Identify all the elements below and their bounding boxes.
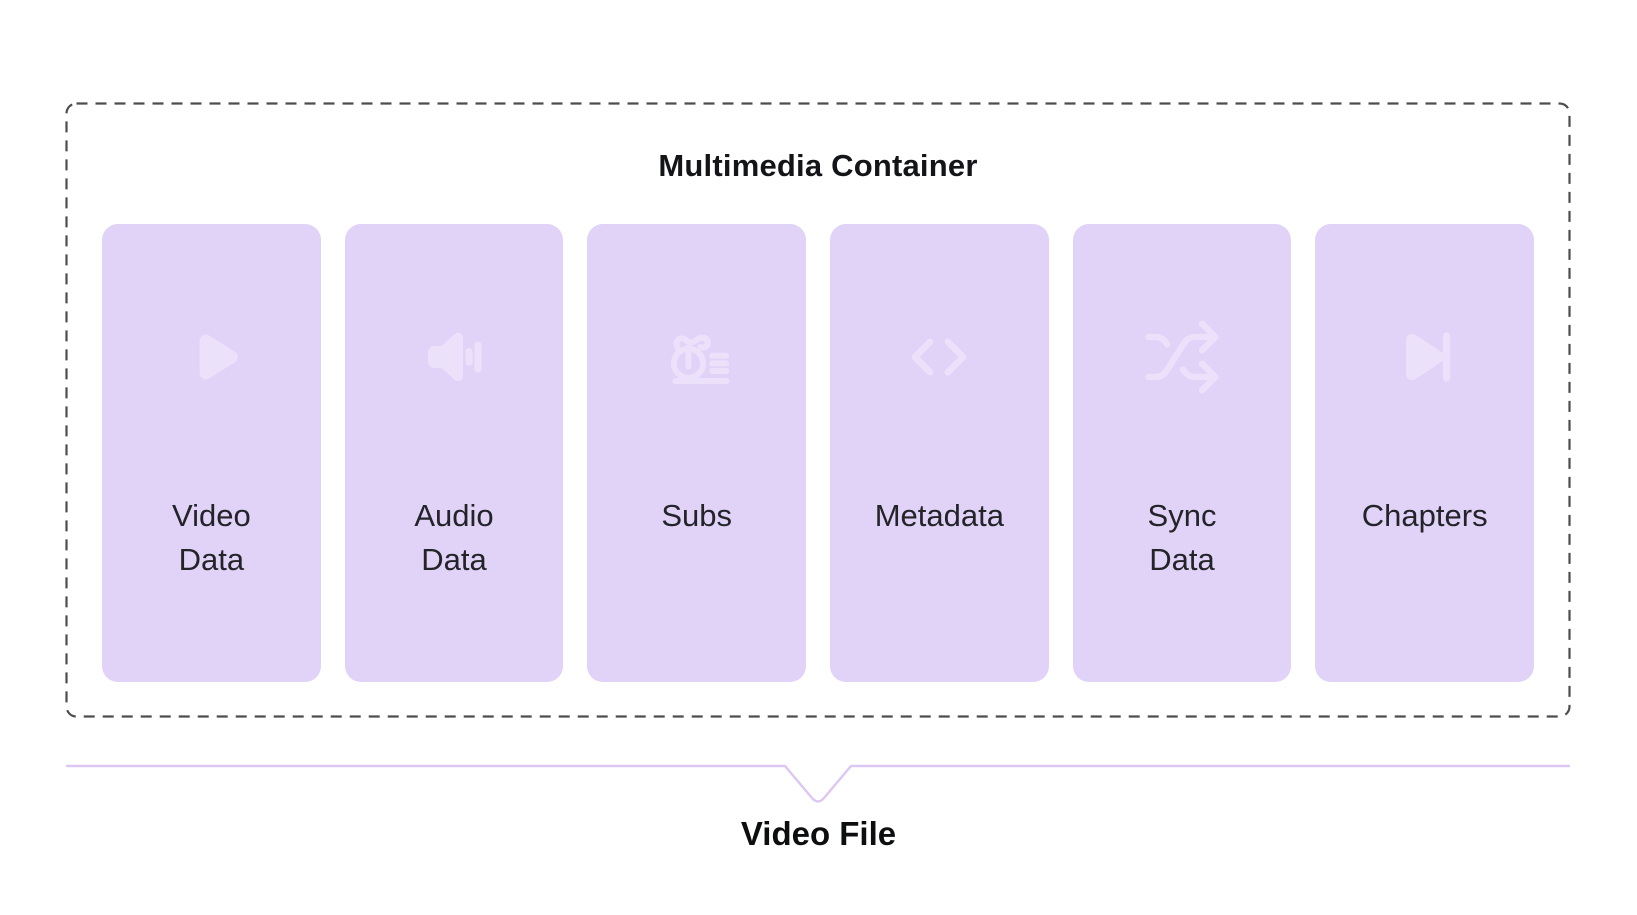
card-label: Chapters xyxy=(1361,498,1488,534)
card-label: Subs xyxy=(661,498,733,534)
play-icon xyxy=(175,321,247,393)
shuffle-icon xyxy=(1142,317,1222,397)
card-label: Audio Data xyxy=(414,498,494,578)
card-sync-data: Sync Data xyxy=(1072,224,1292,682)
output-file-label: Video File xyxy=(740,815,897,852)
container-title: Multimedia Container xyxy=(658,148,978,183)
card-audio-data: Audio Data xyxy=(344,224,564,682)
speaker-volume-icon xyxy=(418,321,490,393)
skip-forward-icon xyxy=(1389,321,1461,393)
card-subs: Subs xyxy=(587,224,807,682)
card-video-data: Video Data xyxy=(102,224,321,682)
card-label: Sync Data xyxy=(1147,498,1217,578)
cards-row: Video Data Audio Data xyxy=(102,224,1535,682)
card-chapters: Chapters xyxy=(1315,224,1535,682)
brace-connector xyxy=(65,764,1571,803)
multimedia-container-box: Multimedia Container Video Data xyxy=(65,102,1571,718)
subtitles-scribble-icon xyxy=(659,319,735,395)
card-label: Video Data xyxy=(171,498,251,578)
dashed-border xyxy=(65,102,1571,718)
code-brackets-icon xyxy=(901,319,977,395)
card-metadata: Metadata xyxy=(830,224,1049,682)
card-label: Metadata xyxy=(874,498,1004,534)
